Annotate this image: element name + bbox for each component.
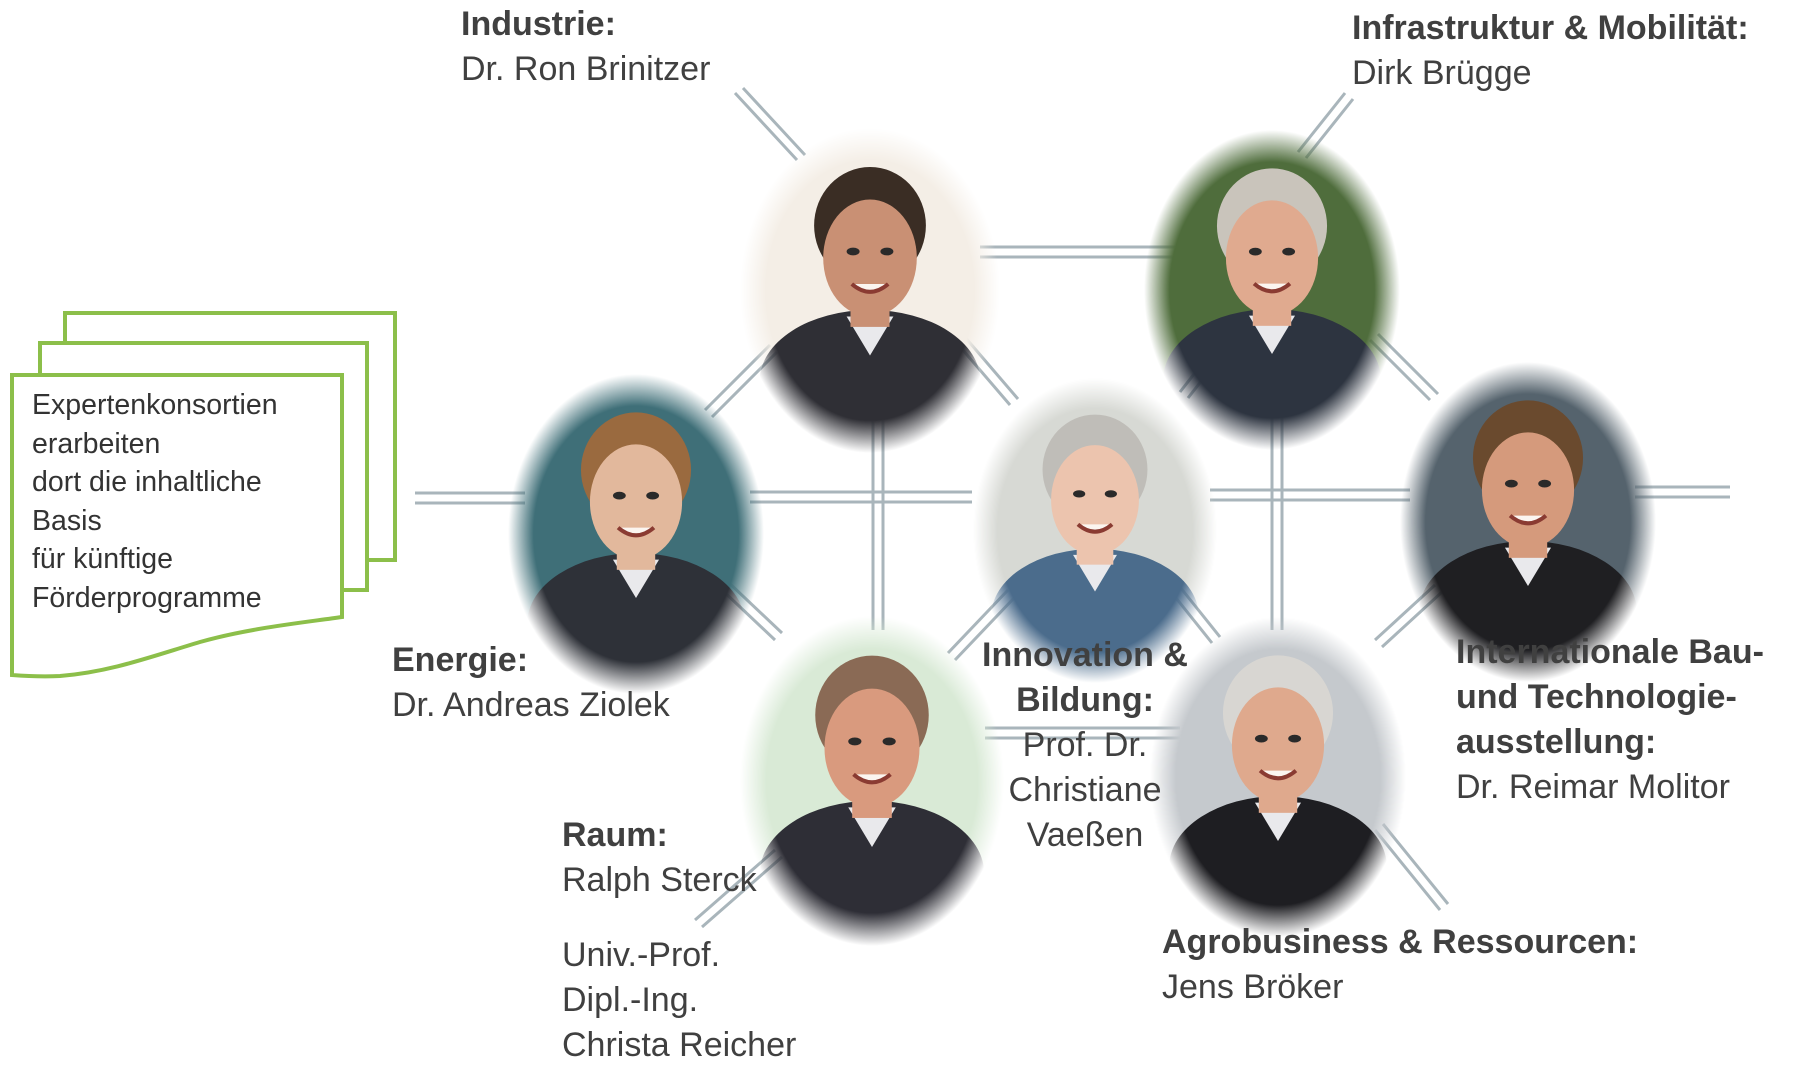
avatar-smile	[852, 772, 892, 785]
document-stack-icon	[10, 311, 397, 679]
avatar-energie-person-photo	[508, 374, 764, 694]
avatar-face	[823, 199, 917, 317]
connector-raum-agro	[985, 726, 1180, 740]
role-title: und Technologie-	[1456, 678, 1737, 716]
document-line: Basis	[32, 504, 102, 537]
expert-name: Dr. Reimar Molitor	[1456, 768, 1730, 806]
role-title: Agrobusiness & Ressourcen:	[1162, 923, 1639, 961]
role-title: Industrie:	[461, 5, 616, 43]
role-title: Internationale Bau-	[1456, 633, 1764, 671]
connector-doc-to-energie	[415, 491, 525, 505]
label-industrie: Industrie: Dr. Ron Brinitzer	[461, 2, 710, 92]
expert-name: Dr. Andreas Ziolek	[392, 686, 670, 724]
avatar-infrastruktur-person-photo	[1144, 130, 1400, 450]
expert-name: Jens Bröker	[1162, 968, 1344, 1006]
avatar-eye	[1282, 247, 1296, 256]
avatar-face	[824, 688, 920, 808]
avatar-eye	[880, 247, 894, 256]
avatar-smile	[616, 526, 656, 538]
role-title: Energie:	[392, 641, 529, 679]
label-agrobusiness: Agrobusiness & Ressourcen: Jens Bröker	[1162, 920, 1638, 1010]
document-line: Expertenkonsortien	[32, 389, 278, 421]
avatar-eye	[848, 737, 862, 746]
avatar-shoulders	[527, 553, 745, 694]
avatar-eye	[1538, 479, 1552, 488]
avatar-eye	[1504, 479, 1518, 488]
avatar-international-person-photo	[1400, 362, 1656, 682]
avatar-eye	[1248, 247, 1262, 256]
expert-name: Christa Reicher	[562, 1026, 797, 1064]
avatar-shoulders	[759, 310, 981, 453]
avatar-face	[1051, 445, 1139, 555]
avatar-shoulders	[1419, 541, 1637, 682]
avatar-raum-person-photo	[740, 616, 1004, 947]
connector-innovation-international	[1210, 488, 1410, 502]
expert-name: Vaeßen	[1026, 816, 1144, 854]
expert-name: Dirk Brügge	[1352, 54, 1532, 92]
avatar-innovation-person-photo	[973, 378, 1217, 684]
label-international: Internationale Bau- und Technologie- aus…	[1456, 630, 1764, 810]
avatar-smile	[1258, 769, 1298, 781]
avatar-eye	[1104, 490, 1117, 498]
expert-name: Ralph Sterck	[562, 861, 757, 899]
avatar-eye	[1073, 490, 1086, 498]
avatar-eye	[846, 247, 860, 256]
avatar-face	[1225, 200, 1319, 316]
document-page-front	[10, 373, 344, 679]
role-title: ausstellung:	[1456, 723, 1657, 761]
avatar-eye	[1254, 734, 1268, 743]
avatar-shoulders	[1169, 796, 1387, 937]
avatar-smile	[1076, 522, 1114, 534]
expert-avatars	[508, 128, 1656, 947]
document-text: Expertenkonsortien erarbeiten dort die i…	[32, 386, 278, 617]
document-line: Förderprogramme	[32, 581, 262, 614]
avatar-eye	[882, 737, 896, 746]
avatar-agrobusiness-person-photo	[1150, 617, 1406, 937]
avatar-face	[589, 444, 683, 560]
document-line: erarbeiten	[32, 427, 161, 460]
connector-energie-innovation	[750, 490, 972, 504]
avatar-eye	[1288, 734, 1302, 743]
label-infrastruktur: Infrastruktur & Mobilität: Dirk Brügge	[1352, 6, 1749, 96]
connector-industrie-infra	[980, 245, 1175, 259]
avatar-shoulders	[1163, 309, 1381, 450]
document-line: für künftige	[32, 543, 173, 575]
expert-name: Dr. Ron Brinitzer	[461, 50, 711, 88]
avatar-smile	[1252, 282, 1292, 294]
role-title: Bildung:	[1016, 681, 1154, 719]
role-title: Innovation &	[982, 636, 1188, 674]
role-title: Raum:	[562, 816, 668, 854]
avatar-face	[1231, 687, 1325, 803]
avatar-shoulders	[759, 800, 985, 947]
label-energie: Energie: Dr. Andreas Ziolek	[392, 638, 670, 728]
avatar-smile	[850, 282, 890, 294]
avatar-smile	[1508, 514, 1548, 526]
expert-name: Prof. Dr.	[1022, 726, 1148, 764]
avatar-face	[1481, 432, 1575, 548]
expert-name: Dipl.-Ing.	[562, 981, 699, 1019]
label-innovation: Innovation & Bildung: Prof. Dr. Christia…	[963, 633, 1207, 858]
avatar-eye	[646, 491, 660, 500]
avatar-shoulders	[991, 548, 1199, 684]
avatar-eye	[612, 491, 626, 500]
avatar-industrie-person-photo	[740, 128, 1000, 453]
expert-name: Christiane	[1008, 771, 1162, 809]
expert-name: Univ.-Prof.	[562, 936, 721, 974]
label-raum: Raum: Ralph Sterck Univ.-Prof. Dipl.-Ing…	[562, 813, 796, 1068]
document-line: dort die inhaltliche	[32, 466, 262, 498]
role-title: Infrastruktur & Mobilität:	[1352, 9, 1749, 47]
